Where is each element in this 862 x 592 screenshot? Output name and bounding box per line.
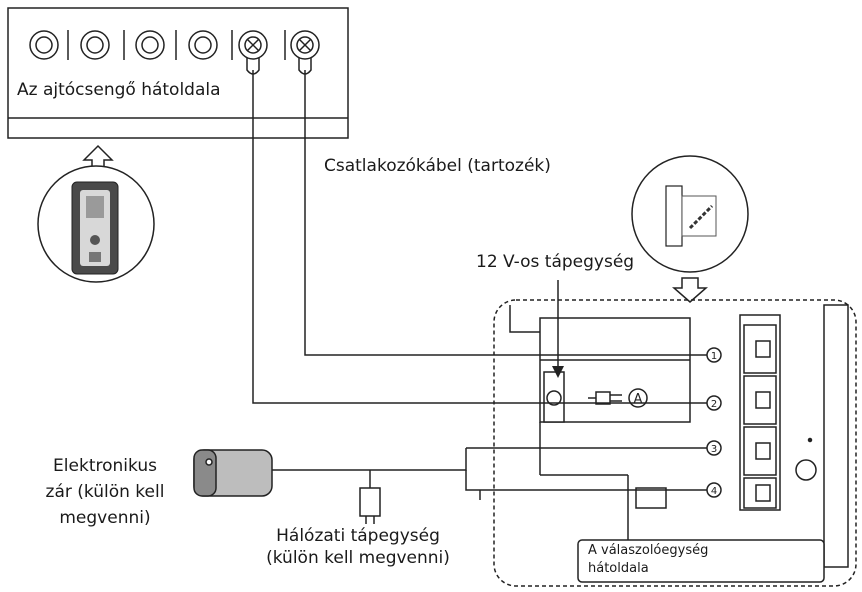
power-supply-label: 12 V-os tápegység [476, 252, 635, 272]
wire-1 [304, 70, 708, 356]
lock-label-line-1: Elektronikus [53, 456, 157, 476]
mains-label-line-2: (külön kell megvenni) [266, 548, 450, 568]
cable-label: Csatlakozókábel (tartozék) [324, 156, 551, 176]
terminal-number-4: 4 [711, 486, 717, 497]
wire-2 [252, 70, 708, 404]
adapter-plug-icon [588, 388, 648, 408]
mains-label-line-1: Hálózati tápegység [276, 526, 440, 546]
doorbell-knob-1 [29, 30, 59, 60]
doorbell-knob-2 [80, 30, 110, 60]
terminal-number-1: 1 [711, 351, 717, 362]
responder-back-panel [493, 299, 857, 587]
doorbell-screw-terminal-2 [290, 30, 320, 60]
terminal-screw-2 [706, 395, 722, 411]
terminal-screw-1 [706, 347, 722, 363]
adapter-symbol-label: A [634, 392, 643, 407]
wire-4 [465, 470, 708, 491]
doorbell-back-panel [7, 7, 349, 139]
terminal-number-3: 3 [711, 444, 717, 455]
terminal-block [739, 314, 781, 511]
up-arrow-icon [82, 144, 114, 171]
responder-thumbnail [631, 155, 749, 273]
electronic-lock-icon [193, 449, 273, 497]
terminal-number-2: 2 [711, 399, 717, 410]
doorbell-back-label: Az ajtócsengő hátoldala [17, 80, 221, 100]
terminal-screw-3 [706, 440, 722, 456]
wires [252, 70, 708, 500]
terminal-screw-4 [706, 482, 722, 498]
doorbell-knob-3 [135, 30, 165, 60]
doorbell-screw-terminal-1 [238, 30, 268, 60]
doorbell-knob-4 [188, 30, 218, 60]
mains-adapter-icon [359, 487, 381, 524]
lock-label-line-2: zár (külön kell [45, 482, 165, 502]
power-supply-pointer [552, 280, 564, 378]
responder-label-line-1: A válaszolóegység [588, 543, 709, 558]
lock-label-line-3: megvenni) [59, 508, 151, 528]
down-arrow-icon [672, 277, 708, 303]
responder-label-line-2: hátoldala [588, 561, 649, 576]
wire-3 [272, 448, 467, 471]
doorbell-thumbnail [37, 165, 155, 283]
